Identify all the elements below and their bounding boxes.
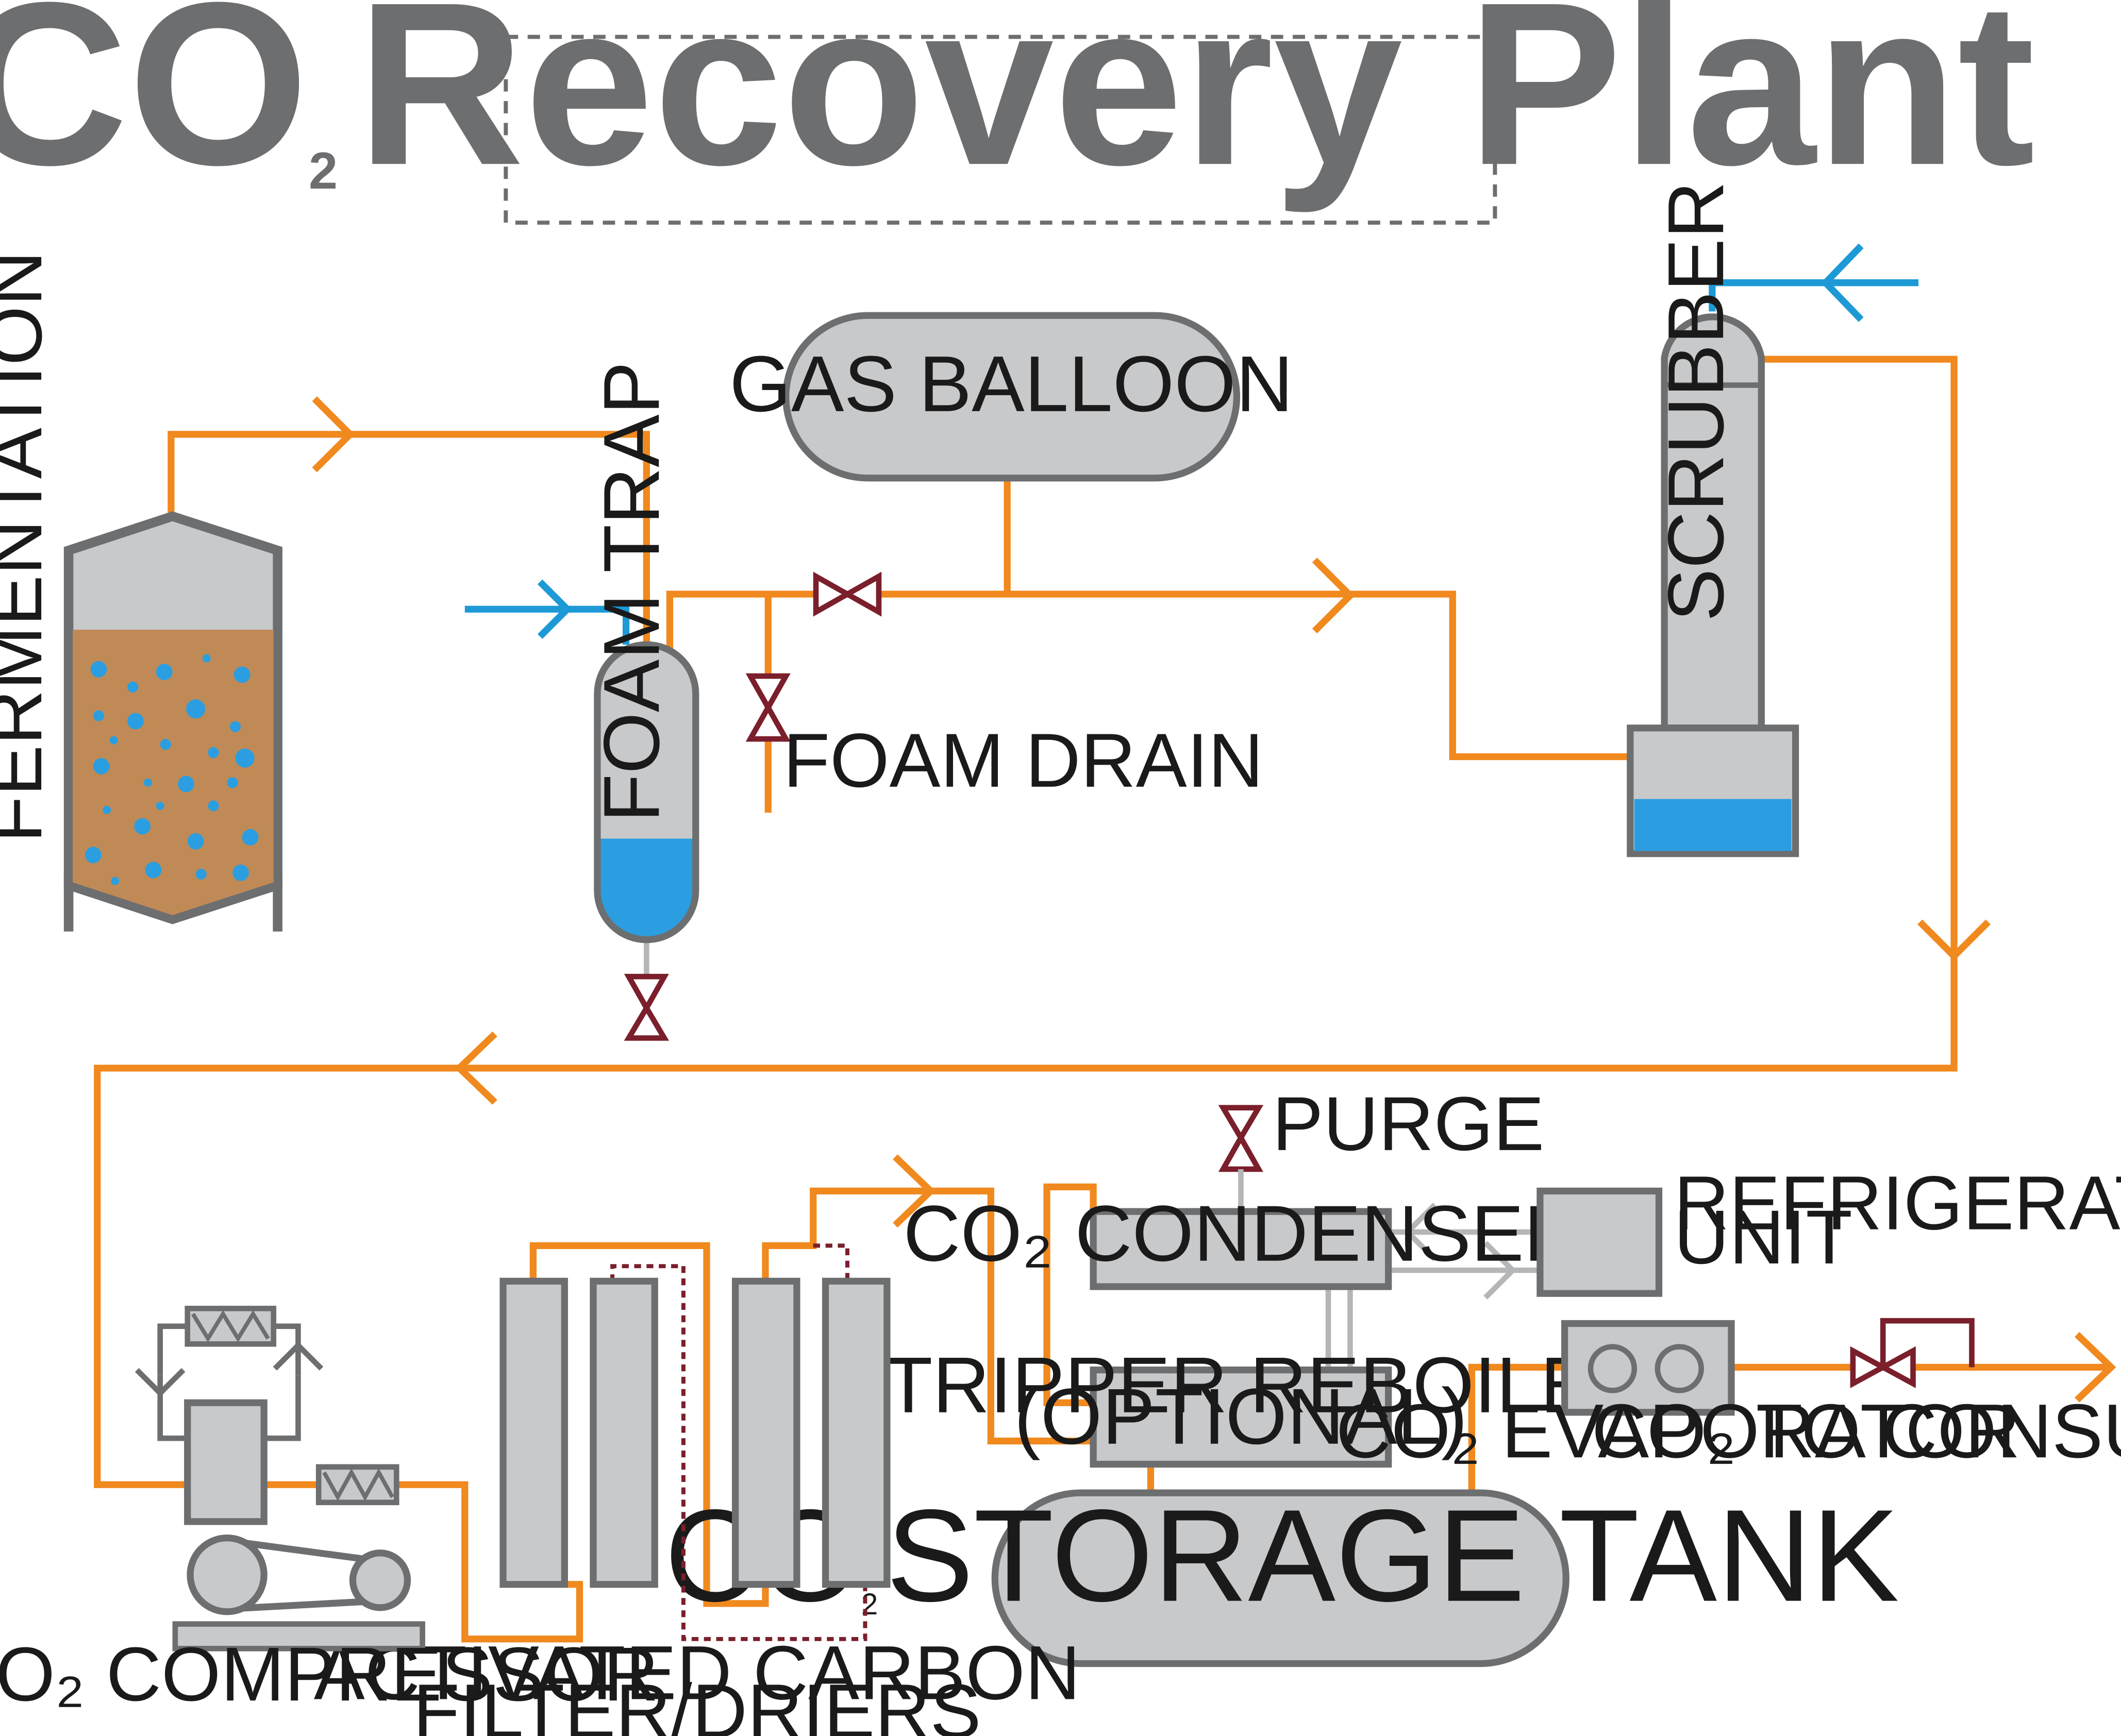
foam-trap-liquid	[597, 838, 696, 940]
co2-evaporator-label: CO₂ EVAPORATOR	[1336, 1389, 2020, 1474]
gas-balloon-label: GAS BALLOON	[729, 340, 1293, 428]
foam-trap-vessel	[594, 641, 699, 977]
stripper-reboiler-label-1: STRIPPER REBOILER	[831, 1341, 1650, 1429]
compressor-to-filter-pipe	[396, 1481, 583, 1643]
fermenter-to-foamtrap-pipe	[168, 431, 650, 649]
fermentation-label: FERMENTATION	[0, 251, 58, 843]
fermenting-liquid	[73, 629, 274, 915]
page-title: CO2Recovery Plant	[0, 0, 2035, 215]
scrubber-to-return-pipe	[94, 356, 1958, 1488]
purge-label: PURGE	[1272, 1082, 1544, 1167]
consumer-valve-actuator	[1880, 1318, 1975, 1368]
flow-arrow-right	[312, 396, 355, 473]
filter1-top-pipe	[529, 1242, 769, 1607]
water-arrow	[537, 579, 572, 639]
flow-arrow-right	[1312, 558, 1355, 634]
co2-condenser	[1090, 1208, 1392, 1290]
compressor-body	[184, 1399, 268, 1525]
compressor-base	[172, 1621, 425, 1651]
purge-valve	[1218, 1105, 1264, 1172]
refrigeration-unit-label-2: UNIT	[1674, 1195, 1852, 1280]
refrigeration-unit-label-1: REFRIGERATION	[1674, 1161, 2121, 1246]
co2-compressor-label: CO₂ COMPRESSOR	[0, 1632, 659, 1717]
title-frame: CO2Recovery Plant	[0, 0, 2035, 225]
foam-drain-valve	[745, 673, 791, 742]
fermentation-vessel	[63, 511, 282, 932]
foam-drain-label: FOAM DRAIN	[783, 718, 1263, 803]
flow-arrow-right	[2075, 1332, 2116, 1403]
foam-trap-bottom-valve	[624, 973, 670, 1041]
scrubber-vessel	[1627, 313, 1799, 857]
filter-label-1: ACTIVATED CARBON	[314, 1630, 1080, 1715]
motor-pulley	[349, 1549, 411, 1611]
stripper-reboiler	[1090, 1366, 1392, 1468]
filter-column	[732, 1277, 800, 1588]
co2-storage-tank	[991, 1489, 1569, 1667]
co2-to-consumers-label: CO₂ TO CONSUMERS	[1592, 1389, 2121, 1474]
foamtrap-to-scrubber-pipe	[666, 591, 1630, 761]
gas-flow-arrows	[312, 396, 2116, 1403]
filter-label-2: FILTER/DRIERS	[413, 1669, 981, 1736]
co2-compressor	[135, 1306, 425, 1651]
co2-evaporator	[1561, 1320, 1735, 1416]
condenser-loop-pipe	[1043, 1183, 1097, 1406]
refrigerant-lines	[1325, 1203, 1540, 1370]
filter-column	[499, 1277, 568, 1588]
filter-columns	[499, 1277, 891, 1588]
gas-line-valve	[813, 571, 882, 617]
refrigeration-unit	[1537, 1187, 1663, 1297]
filter3-top-pipe	[762, 1187, 1094, 1445]
flow-arrow-right	[893, 1154, 936, 1228]
flow-arrow-down	[1917, 919, 1991, 961]
stripper-reboiler-label-2: (OPTIONAL)	[1014, 1372, 1468, 1461]
filter-column	[590, 1277, 658, 1588]
foamtrap-water-inlet	[464, 605, 630, 645]
co2-bubbles	[85, 654, 259, 885]
gas-balloon	[782, 312, 1241, 482]
water-lines	[464, 243, 1919, 645]
filter-column	[822, 1277, 891, 1588]
co2-condenser-label: CO₂ CONDENSER	[903, 1189, 1581, 1278]
foam-trap-label: FOAM TRAP	[587, 362, 676, 822]
flow-arrow-left	[454, 1031, 497, 1105]
regeneration-dotted-line	[610, 1243, 867, 1641]
drive-pulley	[187, 1535, 268, 1615]
scrubber-water-inlet	[1709, 279, 1919, 312]
water-arrow	[1821, 243, 1864, 322]
scrubber-liquid	[1634, 799, 1792, 851]
valves	[624, 571, 1916, 1389]
scrubber-label: SCRUBBER	[1651, 181, 1740, 621]
tank-to-evaporator-pipe	[1468, 1363, 1565, 1493]
